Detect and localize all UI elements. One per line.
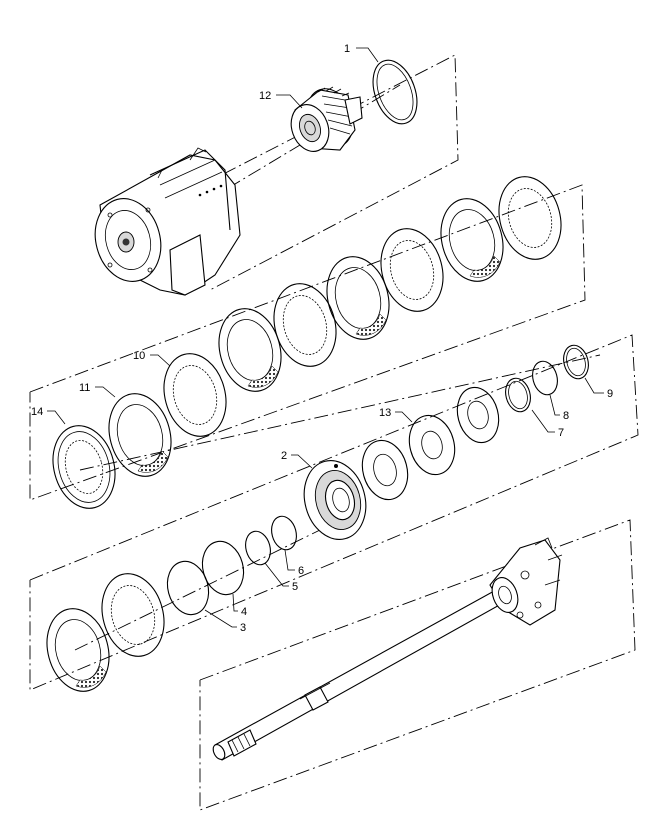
callout-8: 8 bbox=[563, 410, 569, 422]
callout-13: 13 bbox=[379, 407, 391, 419]
callout-9: 9 bbox=[607, 388, 613, 400]
disc-u5 bbox=[273, 283, 337, 367]
callout-14: 14 bbox=[31, 406, 43, 418]
callout-5: 5 bbox=[292, 581, 298, 593]
disc-lower-2 bbox=[46, 608, 110, 692]
callout-3: 3 bbox=[240, 622, 246, 634]
washer-a bbox=[361, 439, 409, 501]
part-14-disc bbox=[52, 425, 116, 509]
part-6-seal bbox=[271, 515, 297, 551]
disc-u3 bbox=[380, 228, 444, 312]
boundary-shaft bbox=[199, 519, 636, 811]
boundary-top bbox=[94, 54, 459, 291]
disc-u1 bbox=[498, 176, 562, 260]
part-8-ring bbox=[532, 360, 558, 396]
phantom-boundaries bbox=[29, 54, 639, 811]
part-2-piston bbox=[303, 460, 367, 540]
output-shaft bbox=[212, 537, 563, 761]
callout-12: 12 bbox=[259, 90, 271, 102]
boundary-piston-group bbox=[29, 334, 639, 691]
part-10-disc bbox=[163, 353, 227, 437]
callouts: 1 12 10 11 14 13 2 9 8 7 6 5 4 3 bbox=[31, 43, 613, 634]
part-5-seal bbox=[245, 530, 271, 566]
part-12-clutch-hub bbox=[290, 86, 363, 152]
callout-7: 7 bbox=[558, 427, 564, 439]
disc-u6 bbox=[218, 308, 282, 392]
callout-11: 11 bbox=[79, 382, 90, 394]
washer-b bbox=[456, 386, 500, 444]
callout-1: 1 bbox=[344, 43, 350, 55]
part-11-disc bbox=[108, 393, 172, 477]
transmission-housing bbox=[94, 147, 241, 296]
disc-u4 bbox=[326, 256, 390, 340]
part-3-seal bbox=[166, 560, 210, 616]
leader-lines bbox=[47, 47, 604, 628]
part-7-ring bbox=[505, 377, 531, 413]
boundary-clutch-pack bbox=[29, 184, 586, 501]
part-13-washer bbox=[408, 414, 456, 476]
part-1-snap-ring bbox=[372, 59, 418, 125]
disc-lower-1 bbox=[101, 573, 165, 657]
callout-10: 10 bbox=[133, 350, 145, 362]
disc-u2 bbox=[440, 198, 504, 282]
callout-4: 4 bbox=[241, 606, 247, 618]
callout-2: 2 bbox=[281, 450, 287, 462]
part-4-seal bbox=[201, 540, 245, 596]
part-9-ring bbox=[563, 344, 589, 380]
clutch-disc-pack bbox=[52, 176, 562, 509]
callout-6: 6 bbox=[298, 565, 304, 577]
